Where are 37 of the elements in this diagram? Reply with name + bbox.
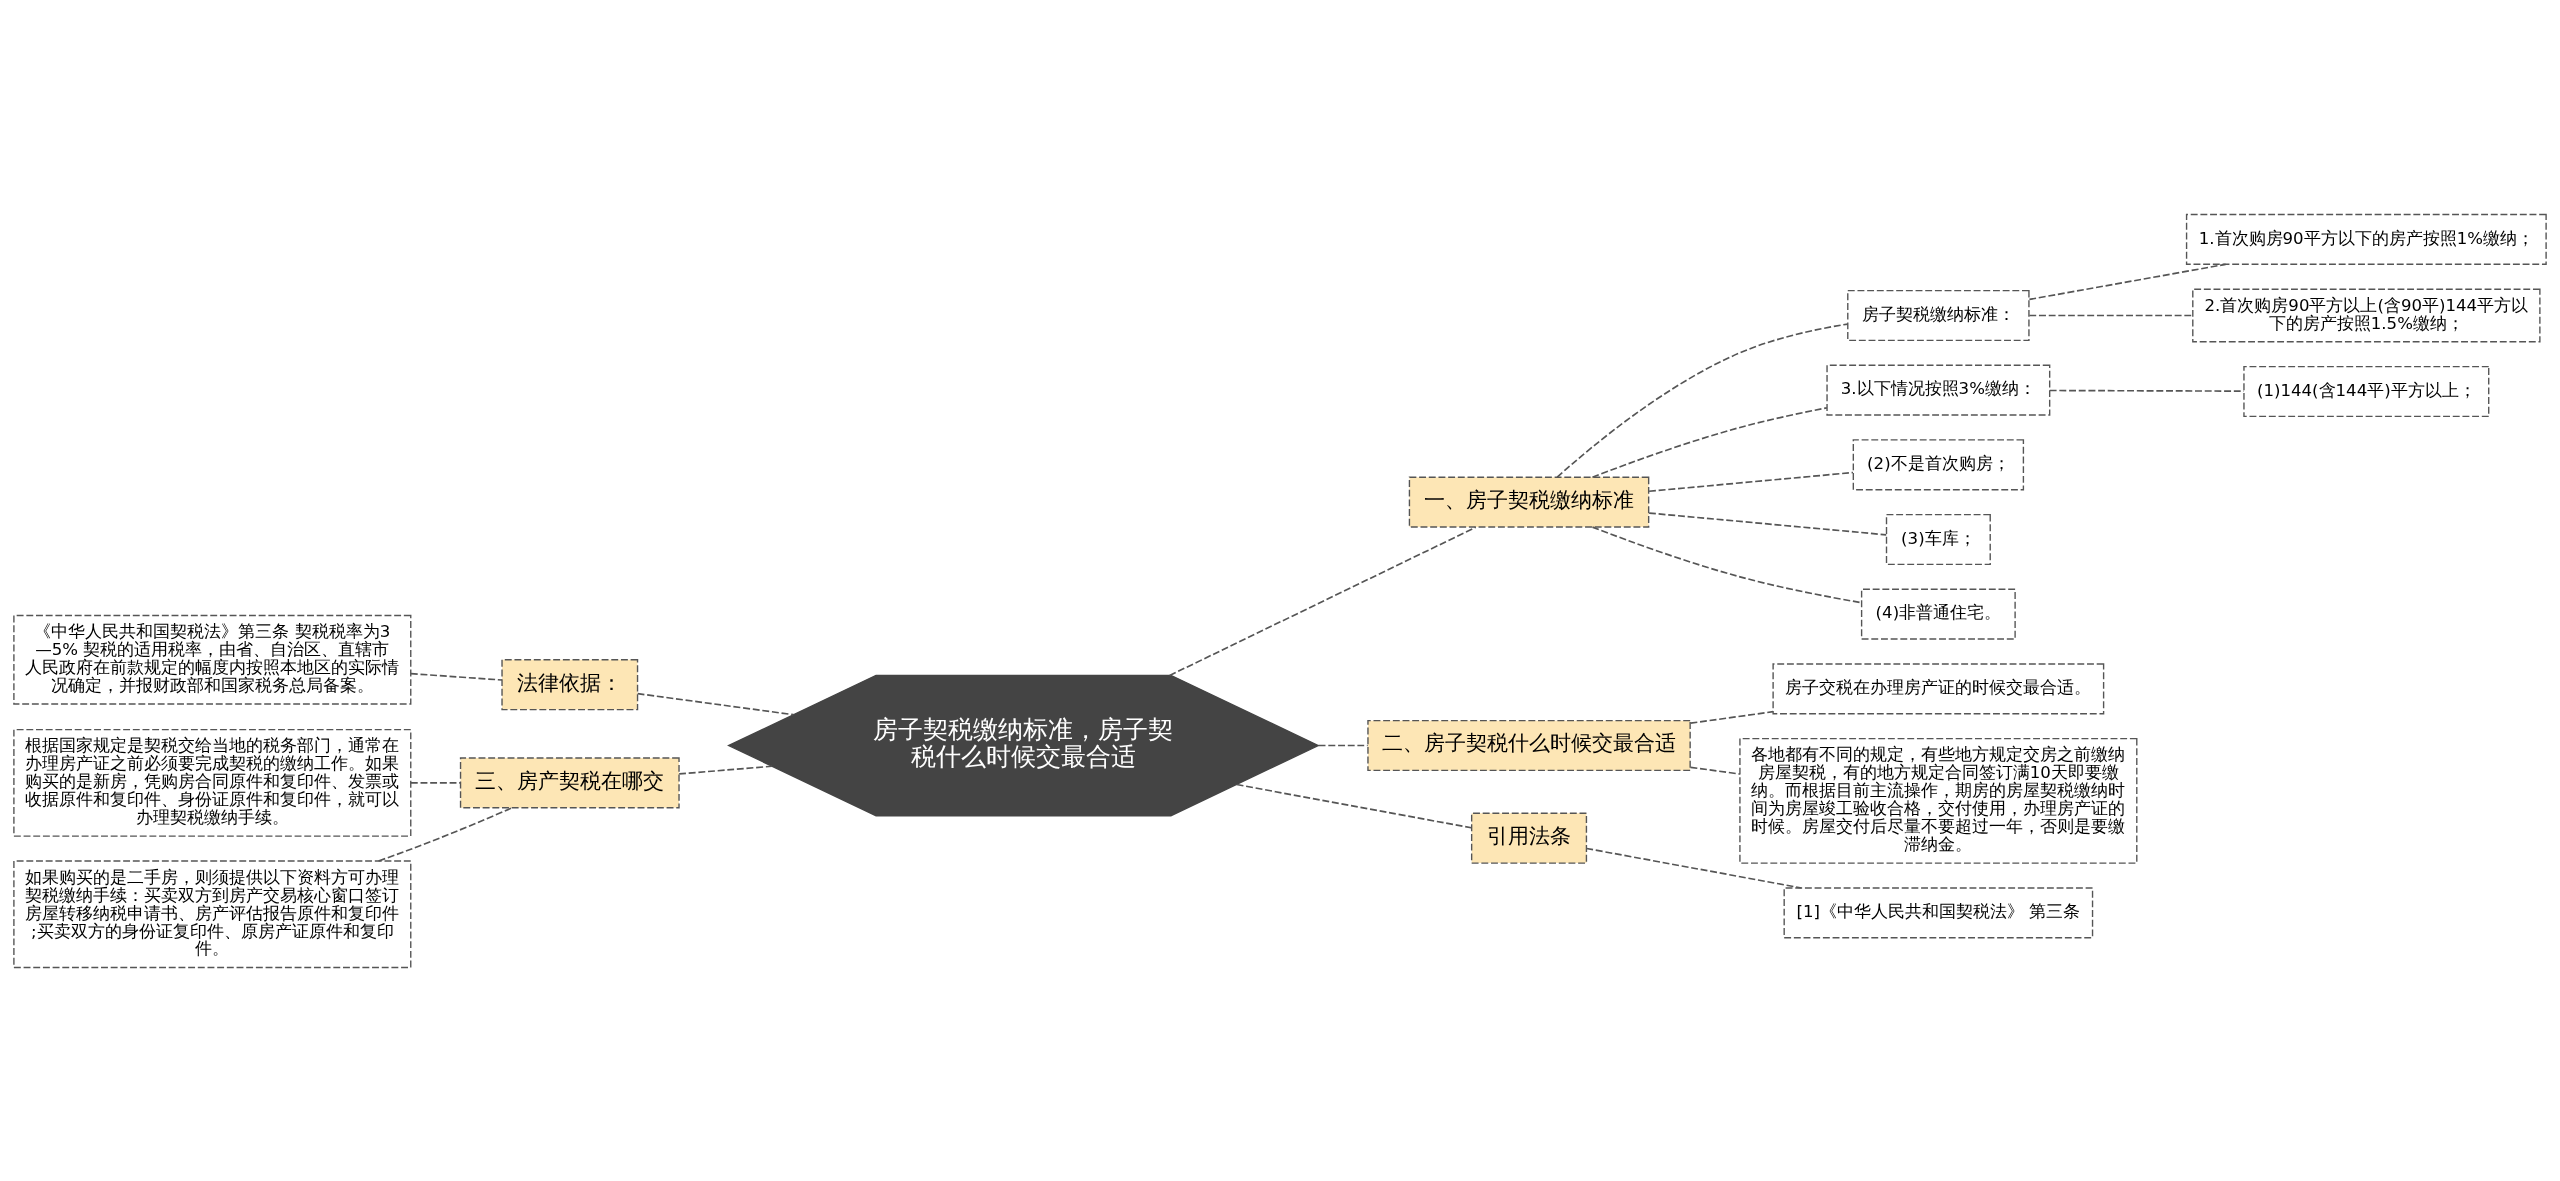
node-box: 3.以下情况按照3%缴纳： xyxy=(1826,364,2051,416)
connector xyxy=(678,764,773,775)
node-box: 一、房子契税缴纳标准 xyxy=(1408,476,1650,528)
connector xyxy=(1689,710,1774,724)
connector xyxy=(1168,525,1477,676)
connector xyxy=(1317,744,1369,746)
connector xyxy=(636,692,795,715)
node-box: 2.首次购房90平方以上(含90平)144平方以下的房产按照1.5%缴纳； xyxy=(2192,288,2541,342)
connector xyxy=(1556,322,1849,478)
connector xyxy=(2028,263,2227,300)
node-box: 三、房产契税在哪交 xyxy=(459,756,680,808)
node-box: 《中华人民共和国契税法》第三条 契税税率为3—5% 契税的适用税率，由省、自治区、直辖市人民政府在前款规定的幅度内按照本地区的实际情况确定，并报财政部和国家税务总局备案。 xyxy=(13,614,412,705)
node-box: (4)非普通住宅。 xyxy=(1860,588,2016,640)
connector xyxy=(2028,314,2194,316)
connector xyxy=(1585,847,1803,889)
node-box: 房子交税在办理房产证的时候交最合适。 xyxy=(1772,662,2105,714)
node-box: 如果购买的是二手房，则须提供以下资料方可办理契税缴纳手续：买卖双方到房产交易核心窗口签订房屋转移纳税申请书、房产评估报告原件和复印件;买卖双方的身份证复印件、原房产证原件和复印件。 xyxy=(13,859,412,968)
node-box: (1)144(含144平)平方以上； xyxy=(2243,365,2490,417)
node-box: 根据国家规定是契税交给当地的税务部门，通常在办理房产证之前必须要完成契税的缴纳工作。如果购买的是新房，凭购房合同原件和复印件、发票或收据原件和复印件、身份证原件和复印件，就可以办理契税缴纳手续。 xyxy=(13,728,412,837)
connector xyxy=(1648,471,1854,492)
node-box: [1]《中华人民共和国契税法》 第三条 xyxy=(1783,886,2094,938)
node-box: (3)车库； xyxy=(1885,513,1991,565)
node-box: 法律依据： xyxy=(501,658,639,710)
connector xyxy=(409,781,461,784)
node-box: 二、房子契税什么时候交最合适 xyxy=(1367,719,1691,771)
connector xyxy=(1591,406,1828,478)
connector xyxy=(1689,765,1741,775)
node-box: 各地都有不同的规定，有些地方规定交房之前缴纳房屋契税，有的地方规定合同签订满10天即要缴纳。而根据目前主流操作，期房的房屋契税缴纳时间为房屋竣工验收合格，交付使用，办理房产证的时候。房屋交付后尽量不要超过一年，否则是要缴滞纳金。 xyxy=(1739,737,2138,864)
node-box: 房子契税缴纳标准： xyxy=(1847,289,2030,341)
node-box: 1.首次购房90平方以下的房产按照1%缴纳； xyxy=(2185,213,2547,265)
connector xyxy=(1591,525,1863,603)
node-box: 引用法条 xyxy=(1470,812,1588,864)
node-box: (2)不是首次购房； xyxy=(1852,438,2025,490)
connector xyxy=(2048,389,2245,392)
connector xyxy=(409,672,503,681)
connector xyxy=(1648,511,1888,536)
connector xyxy=(1235,783,1473,829)
